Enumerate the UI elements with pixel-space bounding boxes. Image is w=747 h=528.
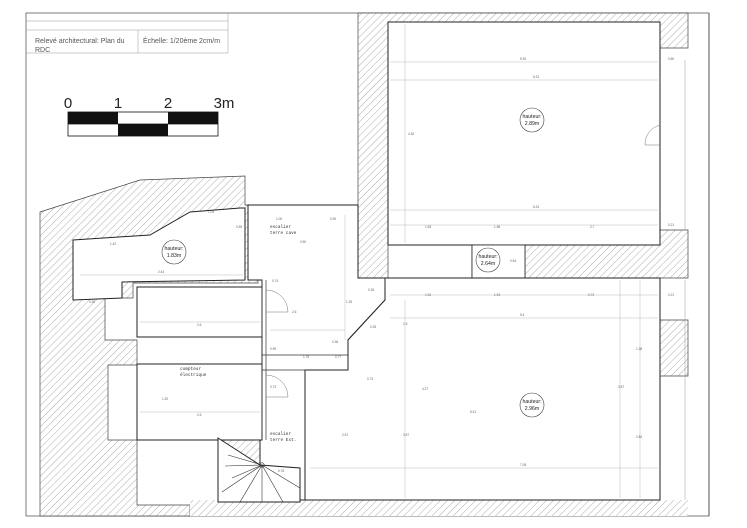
dim-label: 1.75	[303, 355, 309, 359]
dim-label: 0.74	[272, 279, 278, 283]
dim-label: 0.55	[236, 225, 242, 229]
height-bubble-left-wing: hauteur: 1.83m	[161, 239, 187, 265]
title-block: Relevé architectural: Plan du RDC Échell…	[26, 13, 228, 54]
height-value: 2.89m	[525, 121, 539, 127]
dim-label: 2.57	[342, 433, 348, 437]
dim-label: 0.36	[332, 340, 338, 344]
title-description: Relevé architectural: Plan du RDC	[35, 38, 125, 54]
height-bubble-top-right: hauteur: 2.89m	[519, 107, 545, 133]
dim-label: 1.63	[425, 225, 431, 229]
height-value: 2.96m	[525, 406, 539, 412]
stair-treads	[221, 454, 301, 503]
dim-label: 0.99	[270, 347, 276, 351]
dim-label: 0.26	[368, 288, 374, 292]
annotation-line: escalier	[270, 225, 291, 230]
annotation-cellar-lower: escalier terre Ext.	[270, 432, 296, 443]
room-top-right	[387, 21, 661, 246]
dim-label: 1.20	[162, 397, 168, 401]
room-store-lower	[136, 363, 263, 441]
dim-label: 0.73	[270, 385, 276, 389]
dim-label: 1.03	[208, 210, 214, 214]
dim-label: 5.31	[533, 205, 539, 209]
annotation-meter: compteur électrique	[180, 367, 207, 378]
scale-label: 1	[114, 95, 122, 112]
dim-label: 0.60	[668, 57, 674, 61]
dim-label: 0.25	[370, 325, 376, 329]
height-label: hauteur:	[522, 399, 541, 405]
dimension-labels: 5.30 5.31 4.30 5.31 1.63 1.98 2.7 0.60 0…	[89, 57, 674, 473]
scale-label: 0	[64, 95, 72, 112]
height-label: hauteur:	[164, 246, 183, 252]
annotation-cellar-upper: escalier terre cave	[270, 225, 297, 236]
dim-label: 3.57	[618, 385, 624, 389]
scale-label: 3m	[214, 95, 235, 112]
height-value: 2.64m	[481, 261, 495, 267]
dim-label: 5.4	[520, 313, 525, 317]
dim-label: 1.00	[276, 217, 282, 221]
dim-label: 2.6	[197, 413, 202, 417]
dim-label: 2.6	[197, 323, 202, 327]
dim-label: 4.27	[422, 387, 428, 391]
dim-label: 1.98	[494, 225, 500, 229]
dim-label: 1.5	[403, 322, 408, 326]
dim-label: 3.57	[403, 433, 409, 437]
dim-label: 5.41	[470, 410, 476, 414]
room-left-wing	[72, 207, 246, 301]
dim-label: 0.77	[335, 355, 341, 359]
dim-label: 1.42	[110, 242, 116, 246]
dim-label: 2.84	[636, 435, 642, 439]
room-store-upper	[136, 286, 263, 338]
title-block-grid	[26, 13, 229, 54]
annotation-line: terre cave	[270, 231, 297, 236]
dim-label: 5.31	[533, 75, 539, 79]
dim-label: 0.30	[89, 300, 95, 304]
dim-label: 0.73	[367, 377, 373, 381]
dim-label: 7.05	[520, 463, 526, 467]
dim-label: 0.54	[510, 259, 516, 263]
dim-label: 5.30	[520, 57, 526, 61]
height-bubble-middle: hauteur: 2.64m	[475, 247, 501, 273]
dim-label: 0.21	[668, 293, 674, 297]
dim-label: 1.94	[494, 293, 500, 297]
dim-label: 1.94	[425, 293, 431, 297]
dimension-lines	[80, 24, 658, 498]
height-value: 1.83m	[167, 253, 181, 259]
dim-label: 2.44	[158, 270, 164, 274]
annotation-line: électrique	[180, 373, 207, 378]
dim-label: 0.21	[668, 223, 674, 227]
dim-label: 0.72	[588, 293, 594, 297]
annotation-line: terre Ext.	[270, 438, 296, 443]
dim-label: 2.7	[590, 225, 595, 229]
annotation-line: escalier	[270, 432, 291, 437]
dim-label: 1.25	[346, 300, 352, 304]
height-label: hauteur:	[478, 254, 497, 260]
dim-label: 0.50	[300, 240, 306, 244]
partitions	[261, 60, 686, 500]
dim-label: 0.78	[278, 469, 284, 473]
dim-label: 1.38	[636, 347, 642, 351]
height-bubble-bottom-right: hauteur: 2.96m	[519, 392, 545, 418]
scale-label: 2	[164, 95, 172, 112]
dim-label: 0.90	[330, 217, 336, 221]
scale-bar: 0 1 2 3m	[64, 95, 235, 137]
title-scale-note: Échelle: 1/20ème 2cm/m	[143, 38, 221, 45]
dim-label: 2.6	[292, 310, 297, 314]
height-label: hauteur:	[522, 114, 541, 120]
annotation-line: compteur	[180, 367, 201, 372]
dim-label: 4.30	[408, 132, 414, 136]
